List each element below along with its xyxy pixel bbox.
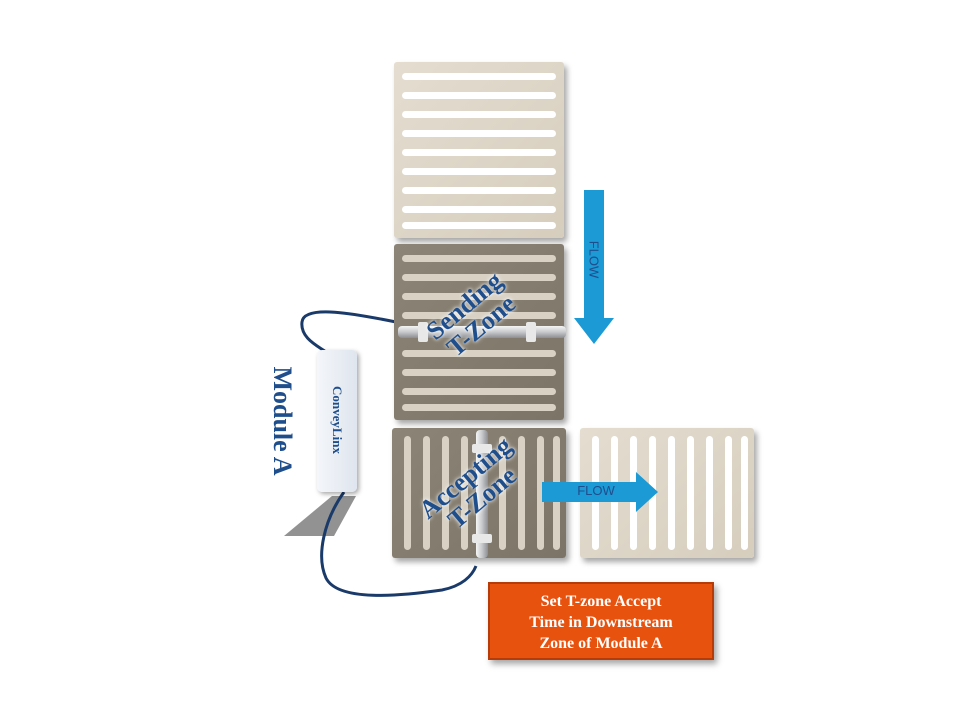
roller [402, 92, 556, 99]
roller [402, 206, 556, 213]
device-shadow [284, 496, 356, 536]
arrow-right-icon [542, 472, 658, 512]
roller [537, 436, 544, 550]
upstream-zone-top [394, 62, 564, 238]
roller [402, 73, 556, 80]
roller [706, 436, 713, 550]
roller [442, 436, 449, 550]
roller [402, 274, 556, 281]
flow-down-label: FLOW [586, 240, 602, 279]
roller [402, 388, 556, 395]
callout-box: Set T-zone Accept Time in Downstream Zon… [488, 582, 714, 660]
conveylinx-module [317, 350, 357, 492]
roller [402, 293, 556, 300]
roller [518, 436, 525, 550]
roller [668, 436, 675, 550]
roller [461, 436, 468, 550]
sending-transfer-shaft [398, 326, 566, 338]
module-label: Module A [268, 366, 297, 476]
roller [499, 436, 506, 550]
roller [402, 111, 556, 118]
device-label: ConveyLinx [330, 386, 345, 454]
roller [402, 187, 556, 194]
roller [402, 222, 556, 229]
roller [402, 149, 556, 156]
shaft-collar [472, 534, 492, 543]
lower-cable [320, 491, 478, 597]
roller [402, 168, 556, 175]
upper-cable [300, 310, 397, 354]
shaft-collar [472, 444, 492, 453]
accepting-transfer-shaft [476, 430, 488, 558]
shaft-collar [418, 322, 428, 342]
roller [423, 436, 430, 550]
arrow-down-icon [574, 190, 614, 344]
roller [687, 436, 694, 550]
roller [402, 404, 556, 411]
roller [404, 436, 411, 550]
flow-right-label: FLOW [577, 483, 615, 498]
roller [402, 312, 556, 319]
roller [725, 436, 732, 550]
roller [741, 436, 748, 550]
roller [402, 255, 556, 262]
shaft-collar [526, 322, 536, 342]
roller [402, 350, 556, 357]
roller [402, 369, 556, 376]
roller [402, 130, 556, 137]
